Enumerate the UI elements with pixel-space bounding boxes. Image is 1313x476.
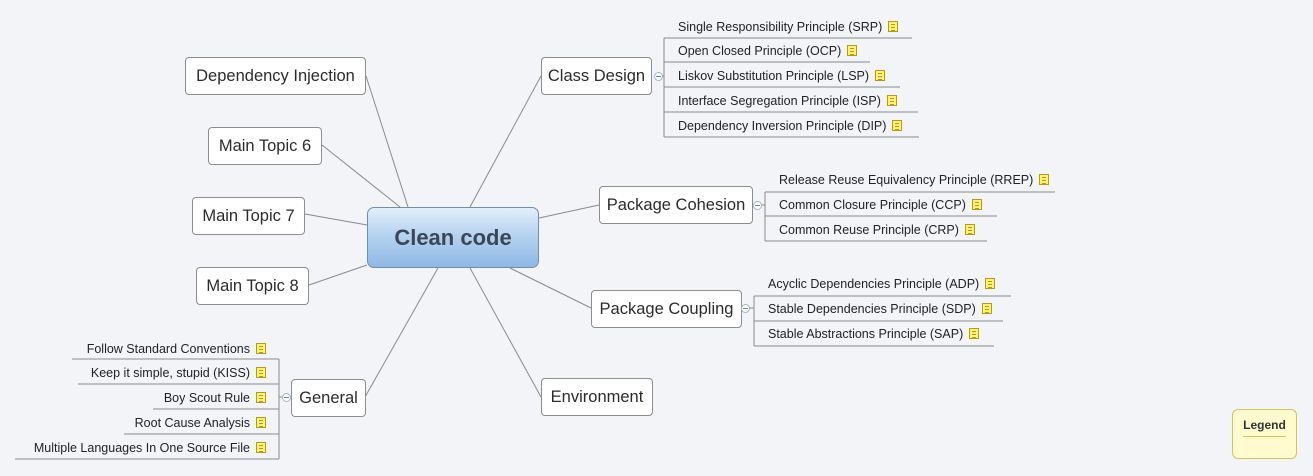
note-icon[interactable]	[892, 120, 903, 131]
topic-main-topic-8[interactable]: Main Topic 8	[196, 267, 309, 305]
note-icon[interactable]	[971, 199, 982, 210]
subtopic-label: Liskov Substitution Principle (LSP)	[678, 68, 870, 83]
note-icon[interactable]	[875, 70, 886, 81]
subtopic-label: Root Cause Analysis	[134, 415, 250, 430]
subtopic-label: Interface Segregation Principle (ISP)	[678, 93, 881, 108]
subtopic-dip[interactable]: Dependency Inversion Principle (DIP)	[678, 113, 903, 138]
topic-package-cohesion[interactable]: Package Cohesion	[599, 186, 753, 224]
note-icon[interactable]	[256, 343, 266, 354]
topic-class-design[interactable]: Class Design	[541, 57, 652, 95]
topic-general[interactable]: General	[291, 379, 366, 417]
legend-label: Legend	[1243, 418, 1286, 432]
subtopic-ocp[interactable]: Open Closed Principle (OCP)	[678, 38, 858, 63]
note-icon[interactable]	[964, 224, 975, 235]
subtopic-label: Common Closure Principle (CCP)	[779, 197, 966, 212]
subtopic-label: Follow Standard Conventions	[86, 341, 250, 356]
topic-main-topic-6[interactable]: Main Topic 6	[208, 127, 322, 165]
central-topic[interactable]: Clean code	[367, 207, 539, 268]
note-icon[interactable]	[256, 417, 266, 428]
connector-environment	[469, 267, 542, 398]
note-icon[interactable]	[886, 95, 897, 106]
subtopic-label: Release Reuse Equivalency Principle (RRE…	[779, 172, 1034, 187]
subtopic-label: Open Closed Principle (OCP)	[678, 43, 842, 58]
subtopic-label: Common Reuse Principle (CRP)	[779, 222, 959, 237]
note-icon[interactable]	[256, 442, 266, 453]
note-icon[interactable]	[969, 328, 980, 339]
connector-package-cohesion	[538, 204, 600, 219]
subtopic-label: Dependency Inversion Principle (DIP)	[678, 118, 887, 133]
collapse-icon[interactable]	[282, 393, 291, 402]
collapse-icon[interactable]	[741, 304, 750, 313]
subtopic-rrep[interactable]: Release Reuse Equivalency Principle (RRE…	[779, 167, 1050, 192]
note-icon[interactable]	[981, 303, 992, 314]
subtopic-sap[interactable]: Stable Abstractions Principle (SAP)	[768, 321, 980, 346]
connector-dependency-injection	[365, 75, 409, 208]
subtopic-label: Keep it simple, stupid (KISS)	[90, 365, 250, 380]
collapse-icon[interactable]	[753, 201, 762, 210]
topic-main-topic-7[interactable]: Main Topic 7	[192, 197, 305, 235]
subtopic-crp[interactable]: Common Reuse Principle (CRP)	[779, 217, 975, 242]
legend-panel[interactable]: Legend	[1232, 409, 1297, 459]
subtopic-label: Acyclic Dependencies Principle (ADP)	[768, 276, 980, 291]
subtopic-sdp[interactable]: Stable Dependencies Principle (SDP)	[768, 296, 992, 321]
note-icon[interactable]	[1039, 174, 1050, 185]
subtopic-label: Boy Scout Rule	[163, 390, 250, 405]
collapse-icon[interactable]	[654, 72, 663, 81]
subtopic-root-cause-analysis[interactable]: Root Cause Analysis	[135, 410, 266, 435]
topic-environment[interactable]: Environment	[541, 378, 653, 416]
subtopic-label: Stable Abstractions Principle (SAP)	[768, 326, 964, 341]
connector-main-topic-8	[308, 264, 368, 286]
connector-main-topic-7	[304, 213, 368, 226]
subtopic-label: Stable Dependencies Principle (SDP)	[768, 301, 976, 316]
subtopic-boy-scout-rule[interactable]: Boy Scout Rule	[164, 385, 266, 410]
connector-class-design	[469, 75, 542, 208]
connector-package-coupling	[509, 267, 592, 309]
topic-dependency-injection[interactable]: Dependency Injection	[185, 57, 366, 95]
subtopic-label: Multiple Languages In One Source File	[33, 440, 250, 455]
subtopic-srp[interactable]: Single Responsibility Principle (SRP)	[678, 14, 899, 39]
topic-package-coupling[interactable]: Package Coupling	[591, 290, 742, 328]
subtopic-kiss[interactable]: Keep it simple, stupid (KISS)	[91, 360, 266, 385]
subtopic-follow-standard-conventions[interactable]: Follow Standard Conventions	[87, 336, 266, 361]
subtopic-label: Single Responsibility Principle (SRP)	[678, 19, 883, 34]
subtopic-ccp[interactable]: Common Closure Principle (CCP)	[779, 192, 982, 217]
subtopic-adp[interactable]: Acyclic Dependencies Principle (ADP)	[768, 271, 996, 296]
note-icon[interactable]	[985, 278, 996, 289]
note-icon[interactable]	[256, 367, 266, 378]
connector-general	[364, 267, 439, 398]
subtopic-lsp[interactable]: Liskov Substitution Principle (LSP)	[678, 63, 886, 88]
subtopic-isp[interactable]: Interface Segregation Principle (ISP)	[678, 88, 897, 113]
note-icon[interactable]	[256, 392, 266, 403]
note-icon[interactable]	[847, 45, 858, 56]
subtopic-multiple-languages[interactable]: Multiple Languages In One Source File	[34, 435, 266, 460]
note-icon[interactable]	[888, 21, 899, 32]
connector-main-topic-6	[321, 144, 401, 208]
